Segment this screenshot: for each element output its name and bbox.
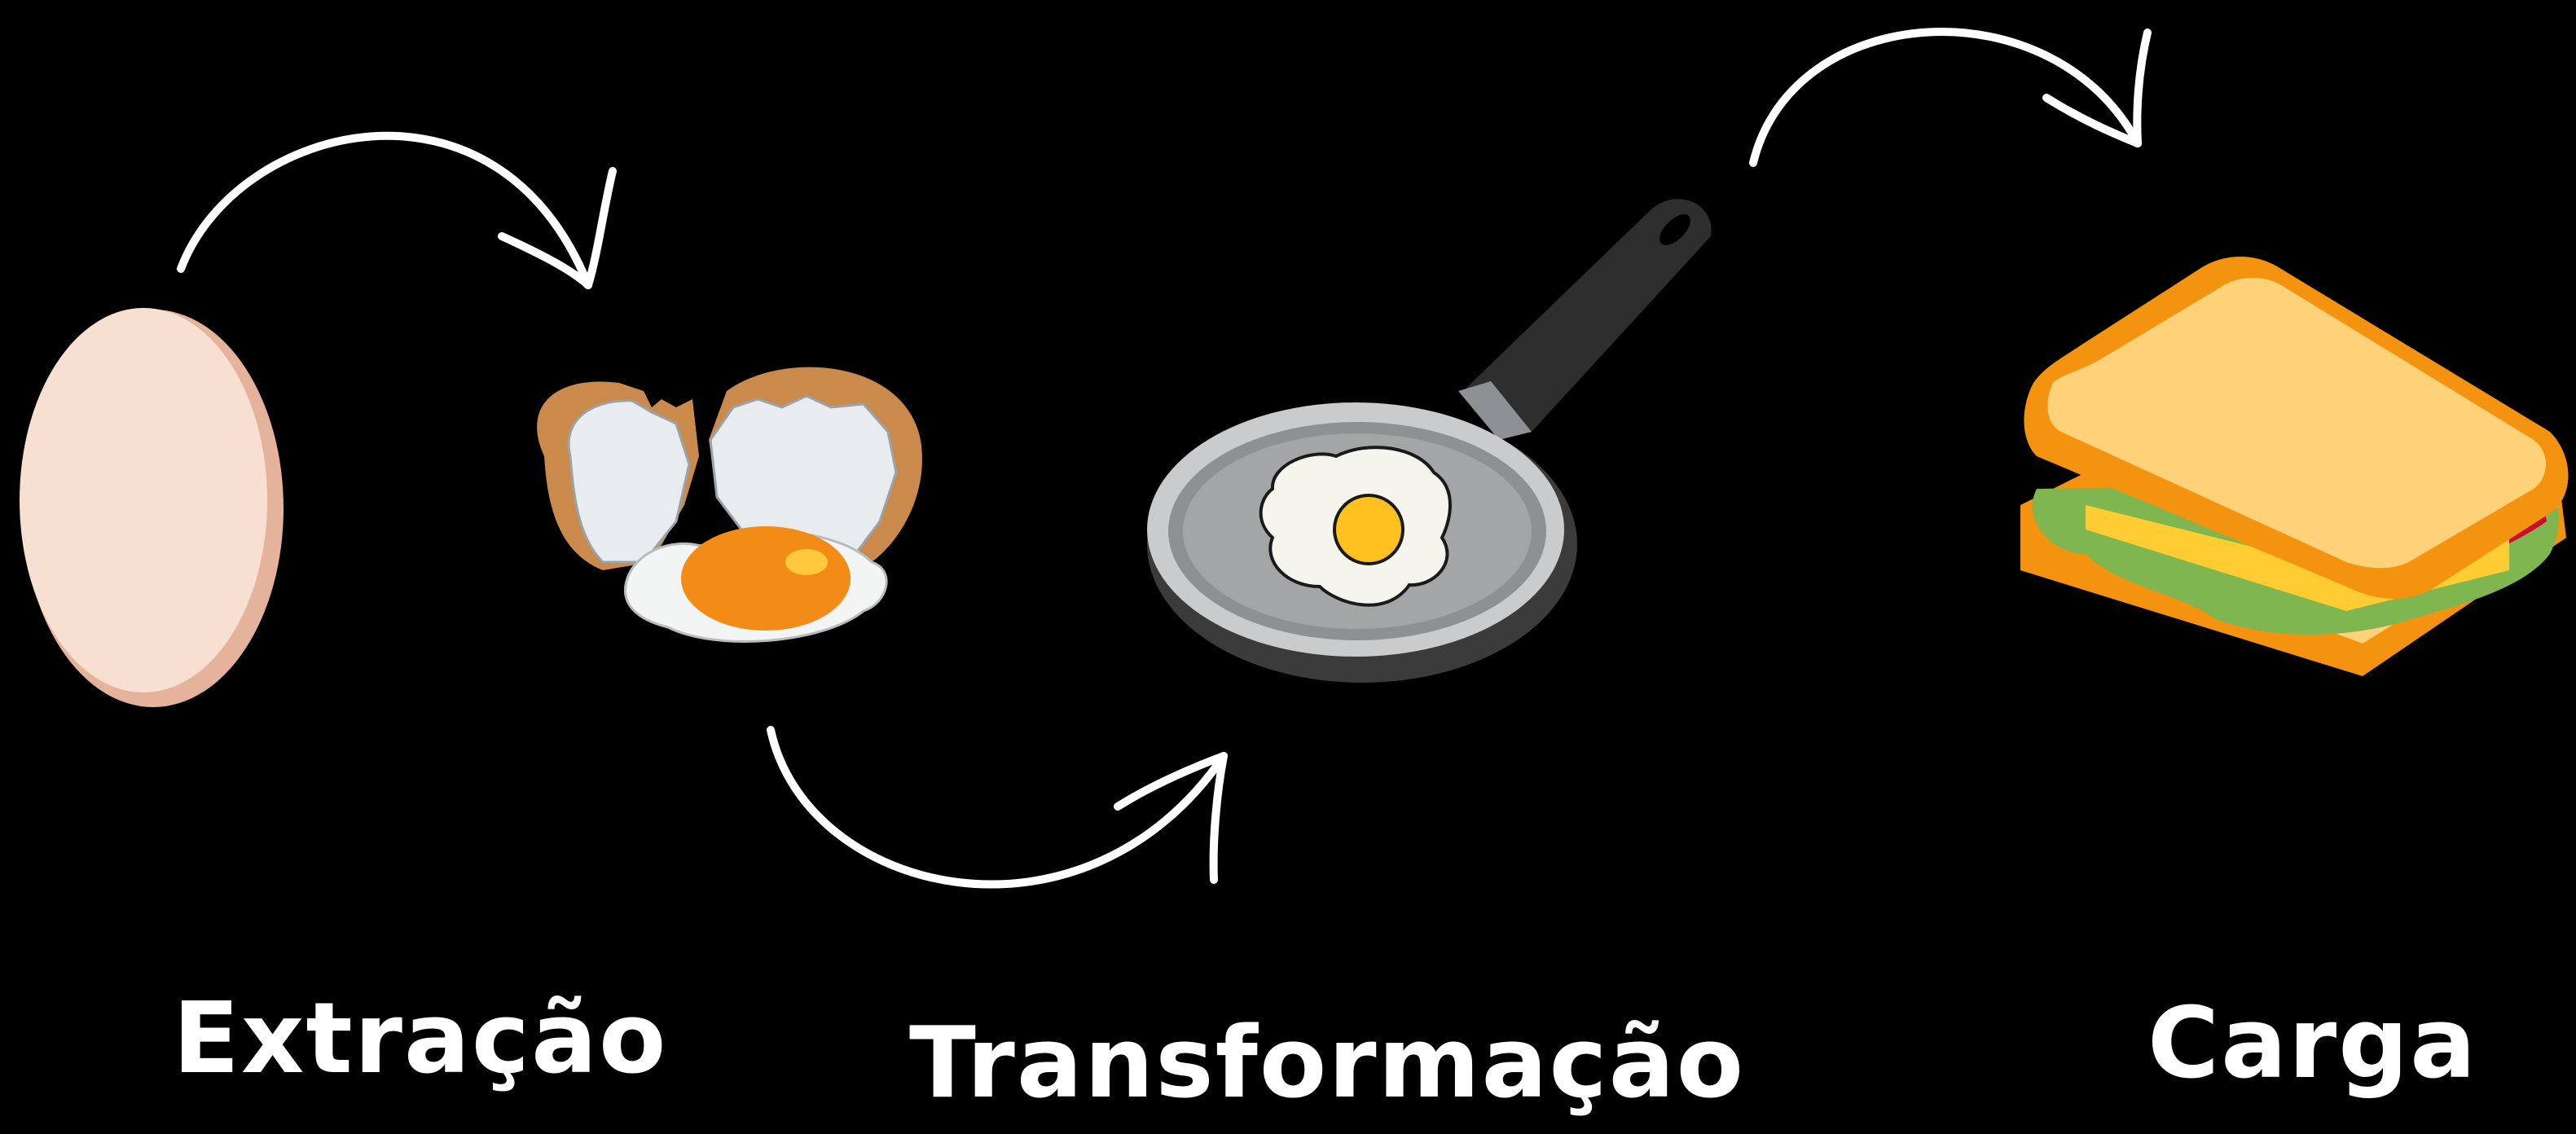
cracked-egg-icon: [537, 367, 922, 643]
sandwich-icon: [2020, 257, 2569, 676]
curved-arrow-icon: [767, 726, 1228, 889]
whole-egg-icon: [20, 308, 284, 707]
curved-arrow-icon: [177, 131, 617, 289]
frying-pan-egg-icon: [1147, 199, 1712, 683]
curved-arrow-icon: [1749, 28, 2152, 167]
stage-label-extracao: Extração: [173, 982, 668, 1096]
stage-label-transformacao: Transformação: [909, 1007, 1746, 1120]
stage-label-carga: Carga: [2147, 987, 2478, 1101]
